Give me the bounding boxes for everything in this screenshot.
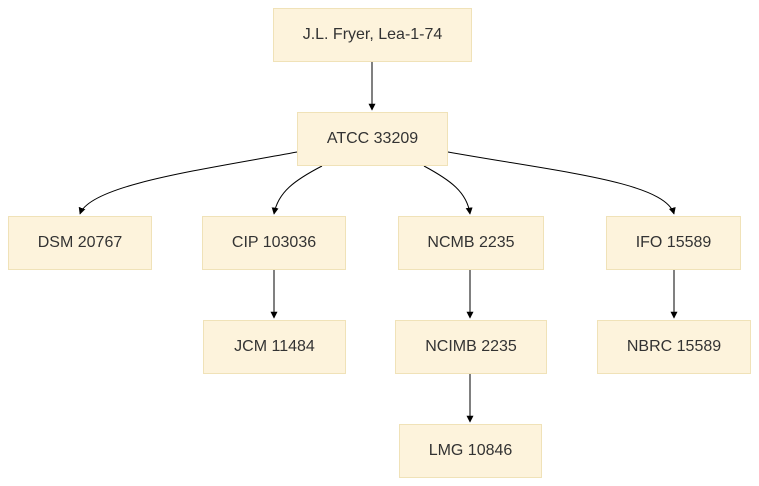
edge-atcc-to-dsm: [78, 151, 298, 215]
edge-atcc-to-ncmb: [423, 165, 473, 215]
edge-atcc-to-ifo: [447, 151, 676, 215]
node-ifo: IFO 15589: [606, 216, 741, 270]
node-atcc: ATCC 33209: [297, 112, 448, 166]
node-ncmb: NCMB 2235: [398, 216, 544, 270]
edge-atcc-to-cip: [271, 165, 323, 215]
node-dsm: DSM 20767: [8, 216, 152, 270]
node-nbrc: NBRC 15589: [597, 320, 751, 374]
node-jcm: JCM 11484: [203, 320, 346, 374]
node-jl-fryer: J.L. Fryer, Lea-1-74: [273, 8, 472, 62]
node-ncimb: NCIMB 2235: [395, 320, 547, 374]
node-cip: CIP 103036: [202, 216, 346, 270]
node-lmg: LMG 10846: [399, 424, 542, 478]
